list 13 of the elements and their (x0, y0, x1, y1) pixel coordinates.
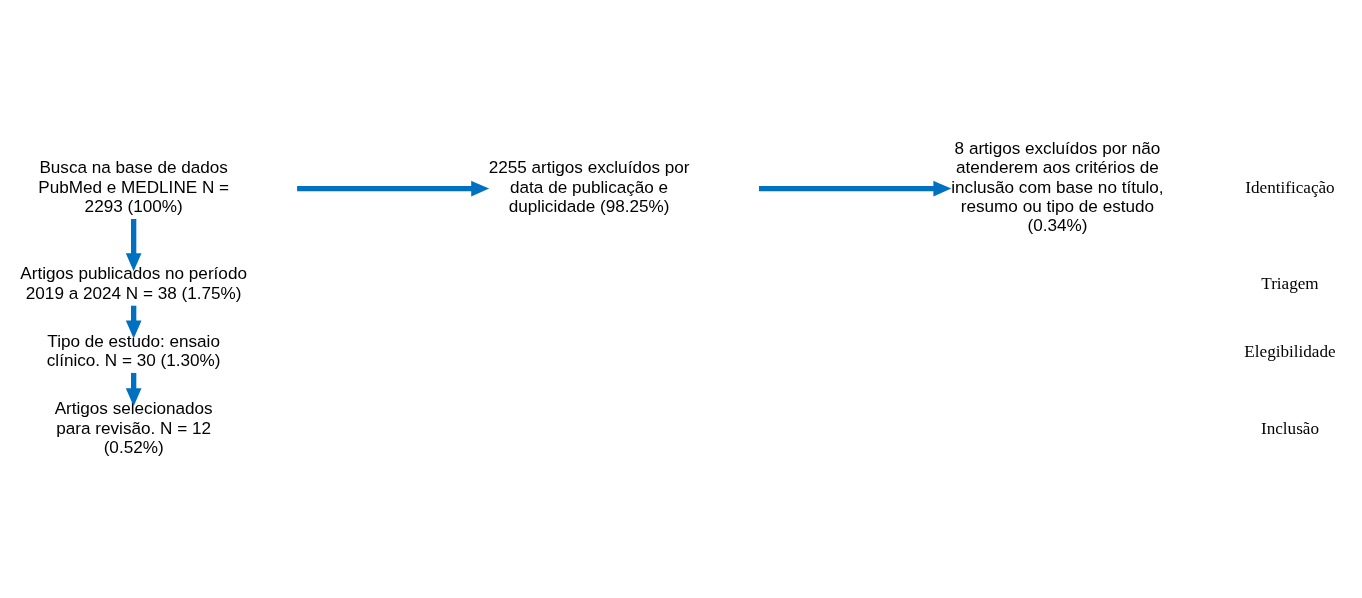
label: Triagem (1261, 273, 1319, 293)
arrow (125, 218, 142, 271)
label: Inclusão (1260, 418, 1319, 438)
label: Identificação (1245, 177, 1335, 197)
node-text: Artigos selecionados para revisão. N = 12 (0.52%) (54, 397, 213, 457)
node-text: Artigos publicados no período 2019 a 2024 N = 38 (1.75%) (20, 262, 247, 303)
arrow (297, 180, 490, 196)
label: Elegibilidade (1244, 341, 1336, 361)
arrow (759, 180, 952, 196)
node-text: Tipo de estudo: ensaio clínico. N = 30 (1.30%) (46, 330, 221, 370)
node-text: 2255 artigos excluídos por data de publicação e duplicidade (98.25%) (488, 156, 690, 216)
node-text: 8 artigos excluídos por não atenderem aos critérios de inclusão com base no título, resumo ou tipo de estudo (0.34%) (951, 137, 1164, 235)
node-text: Busca na base de dados PubMed e MEDLINE N = 2293 (100%) (38, 156, 230, 216)
